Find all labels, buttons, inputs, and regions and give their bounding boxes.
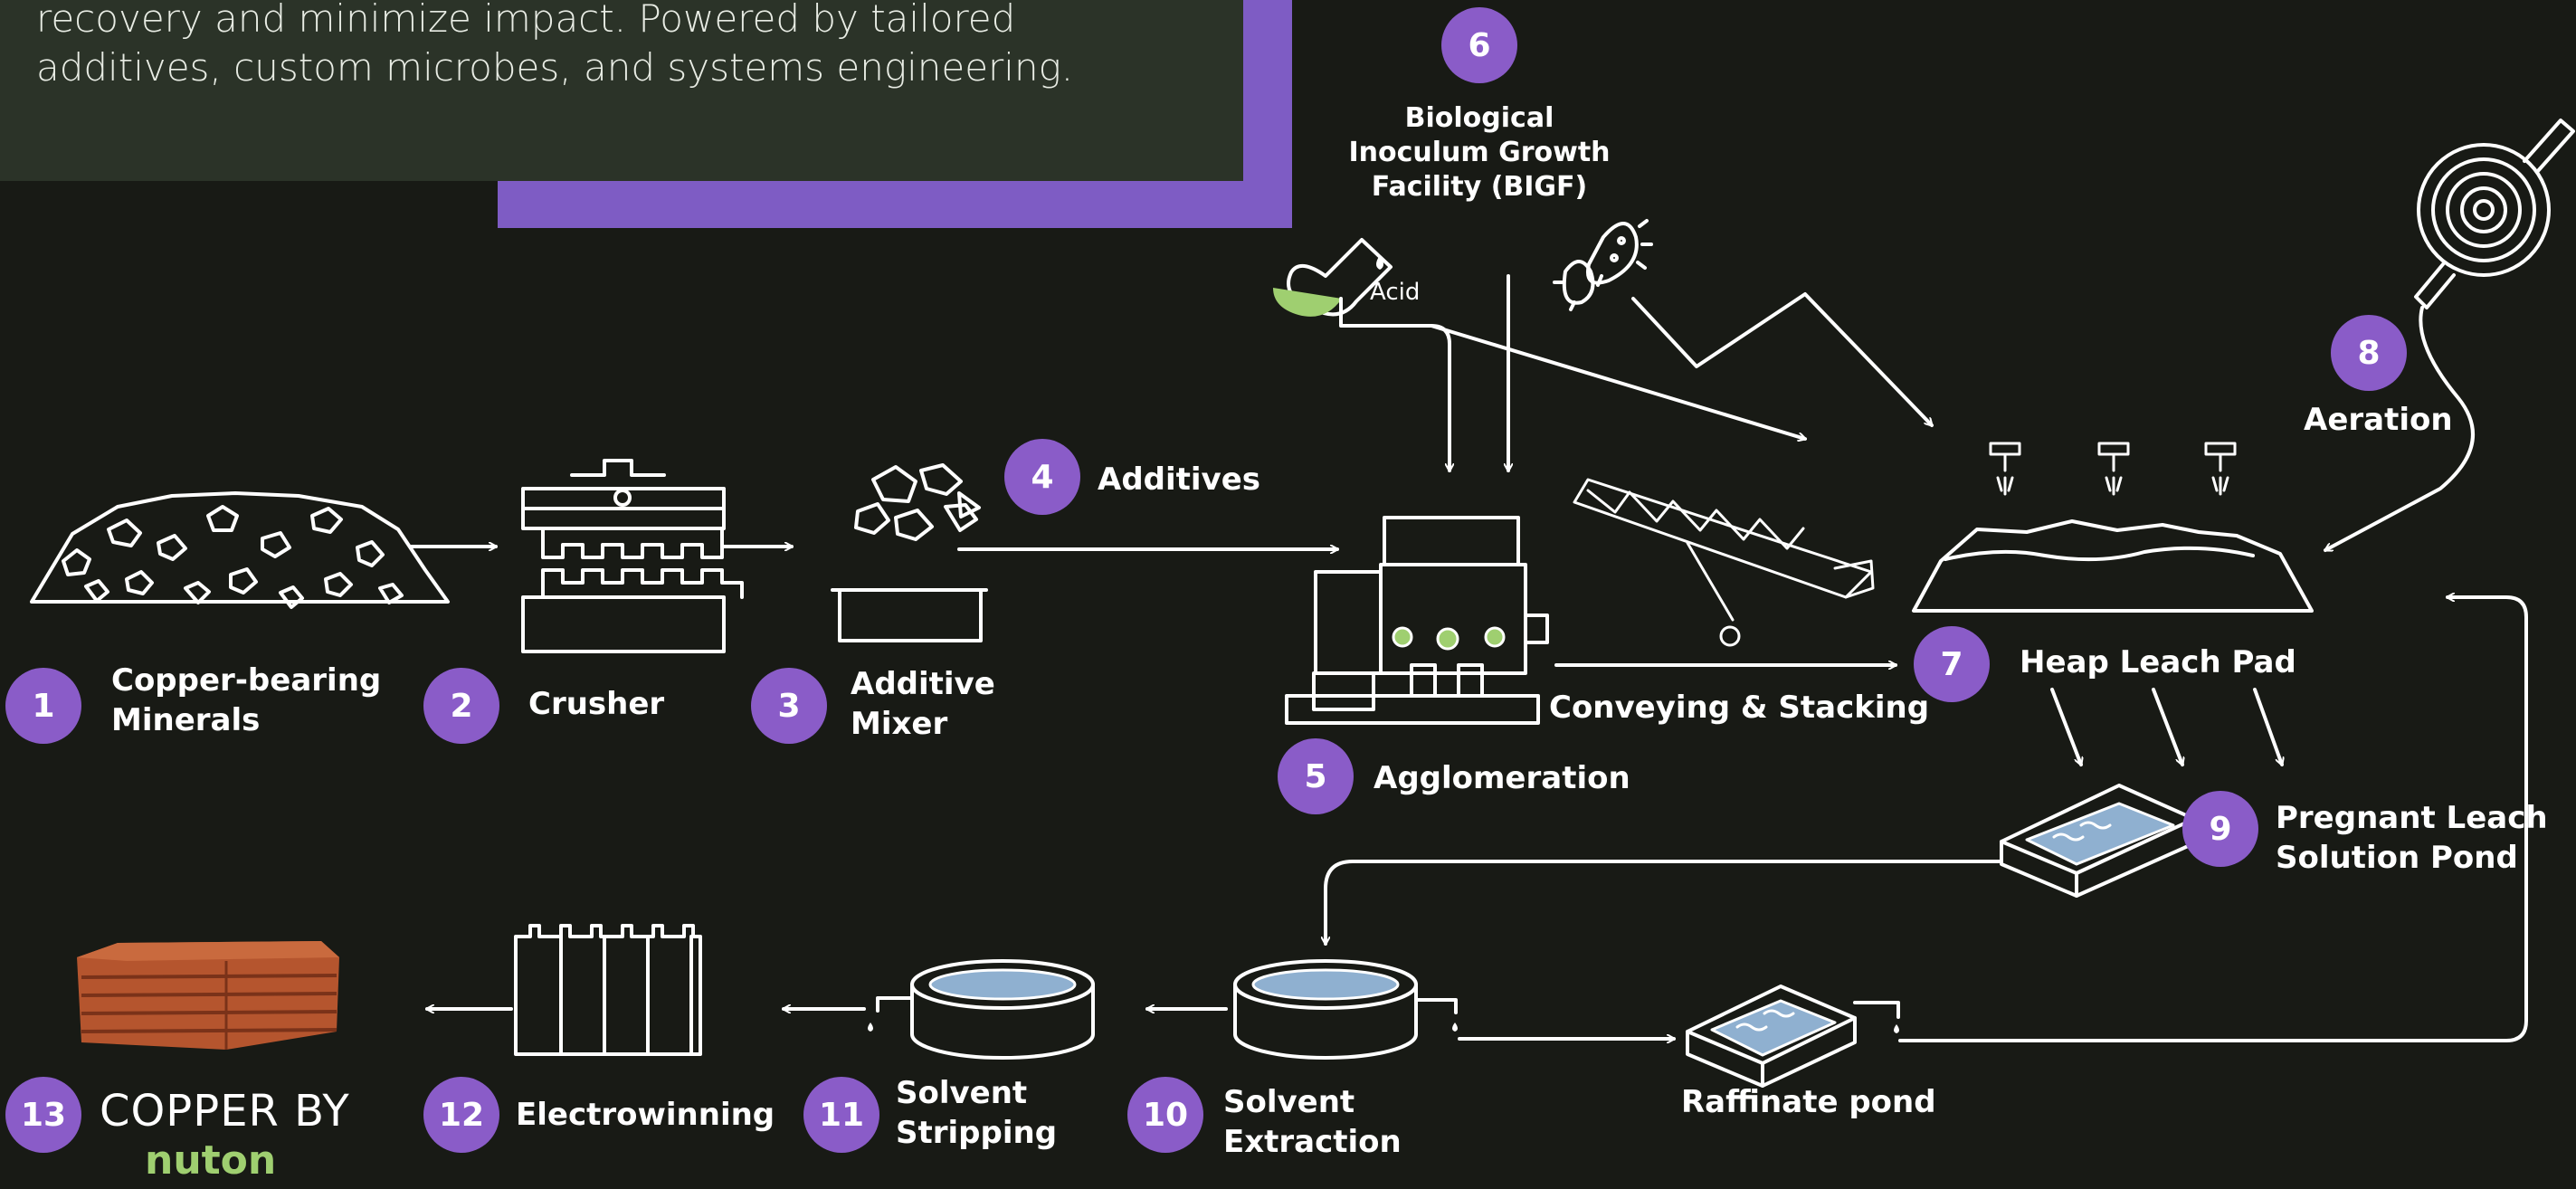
additive-mixer-icon	[831, 463, 988, 642]
step-label-8: Aeration	[2304, 402, 2453, 438]
step-badge-3: 3	[751, 668, 827, 744]
conveying-stacking-label: Conveying & Stacking	[1549, 690, 1930, 726]
step-badge-9: 9	[2182, 791, 2258, 867]
step-label-7: Heap Leach Pad	[2020, 644, 2296, 680]
step-badge-6: 6	[1441, 7, 1517, 83]
step-label-10: Solvent Extraction	[1223, 1084, 1402, 1160]
step-badge-11: 11	[803, 1077, 879, 1153]
step-label-11: Solvent Stripping	[896, 1075, 1058, 1151]
step-badge-2: 2	[423, 668, 499, 744]
brand-nuton-logo: nuton	[145, 1137, 277, 1184]
solvent-extraction-tank-icon	[1233, 959, 1458, 1060]
microbes-icon	[1553, 219, 1653, 311]
step-label-3: Additive Mixer	[851, 666, 995, 742]
solvent-stripping-tank-icon	[876, 959, 1095, 1060]
step-label-4: Additives	[1098, 461, 1261, 498]
step-badge-4: 4	[1004, 439, 1080, 515]
step-badge-5: 5	[1278, 738, 1354, 814]
step-label-5: Agglomeration	[1374, 760, 1630, 796]
step-label-6: Biological Inoculum Growth Facility (BIG…	[1348, 102, 1611, 203]
intro-box: recovery and minimize impact. Powered by…	[0, 0, 1243, 181]
step-badge-1: 1	[5, 668, 81, 744]
step-label-1: Copper-bearing Minerals	[111, 662, 382, 738]
step-label-2: Crusher	[528, 686, 665, 722]
raffinate-pond-icon	[1686, 984, 1900, 1088]
brand-copper-by: COPPER BY	[100, 1086, 350, 1137]
step-label-9: Pregnant Leach Solution Pond	[2276, 800, 2548, 876]
step-badge-13: 13	[5, 1077, 81, 1153]
heap-leach-pad-icon	[1912, 519, 2314, 613]
step-badge-10: 10	[1127, 1077, 1203, 1153]
agglomeration-drum-icon	[1285, 516, 1549, 725]
raffinate-pond-label: Raffinate pond	[1681, 1084, 1936, 1120]
electrowinning-cells-icon	[514, 924, 702, 1056]
ore-pile-icon	[30, 491, 450, 609]
step-badge-7: 7	[1914, 626, 1990, 702]
conveyor-stacker-icon	[1573, 478, 1875, 647]
intro-text: recovery and minimize impact. Powered by…	[36, 0, 1074, 90]
step-badge-12: 12	[423, 1077, 499, 1153]
crusher-icon	[521, 459, 744, 653]
acid-label: Acid	[1370, 279, 1421, 306]
step-label-12: Electrowinning	[516, 1097, 775, 1133]
aeration-hose-icon	[2414, 119, 2575, 309]
sprinklers-icon	[1989, 442, 2237, 496]
step-badge-8: 8	[2331, 315, 2407, 391]
copper-cathodes-icon	[77, 941, 339, 1050]
